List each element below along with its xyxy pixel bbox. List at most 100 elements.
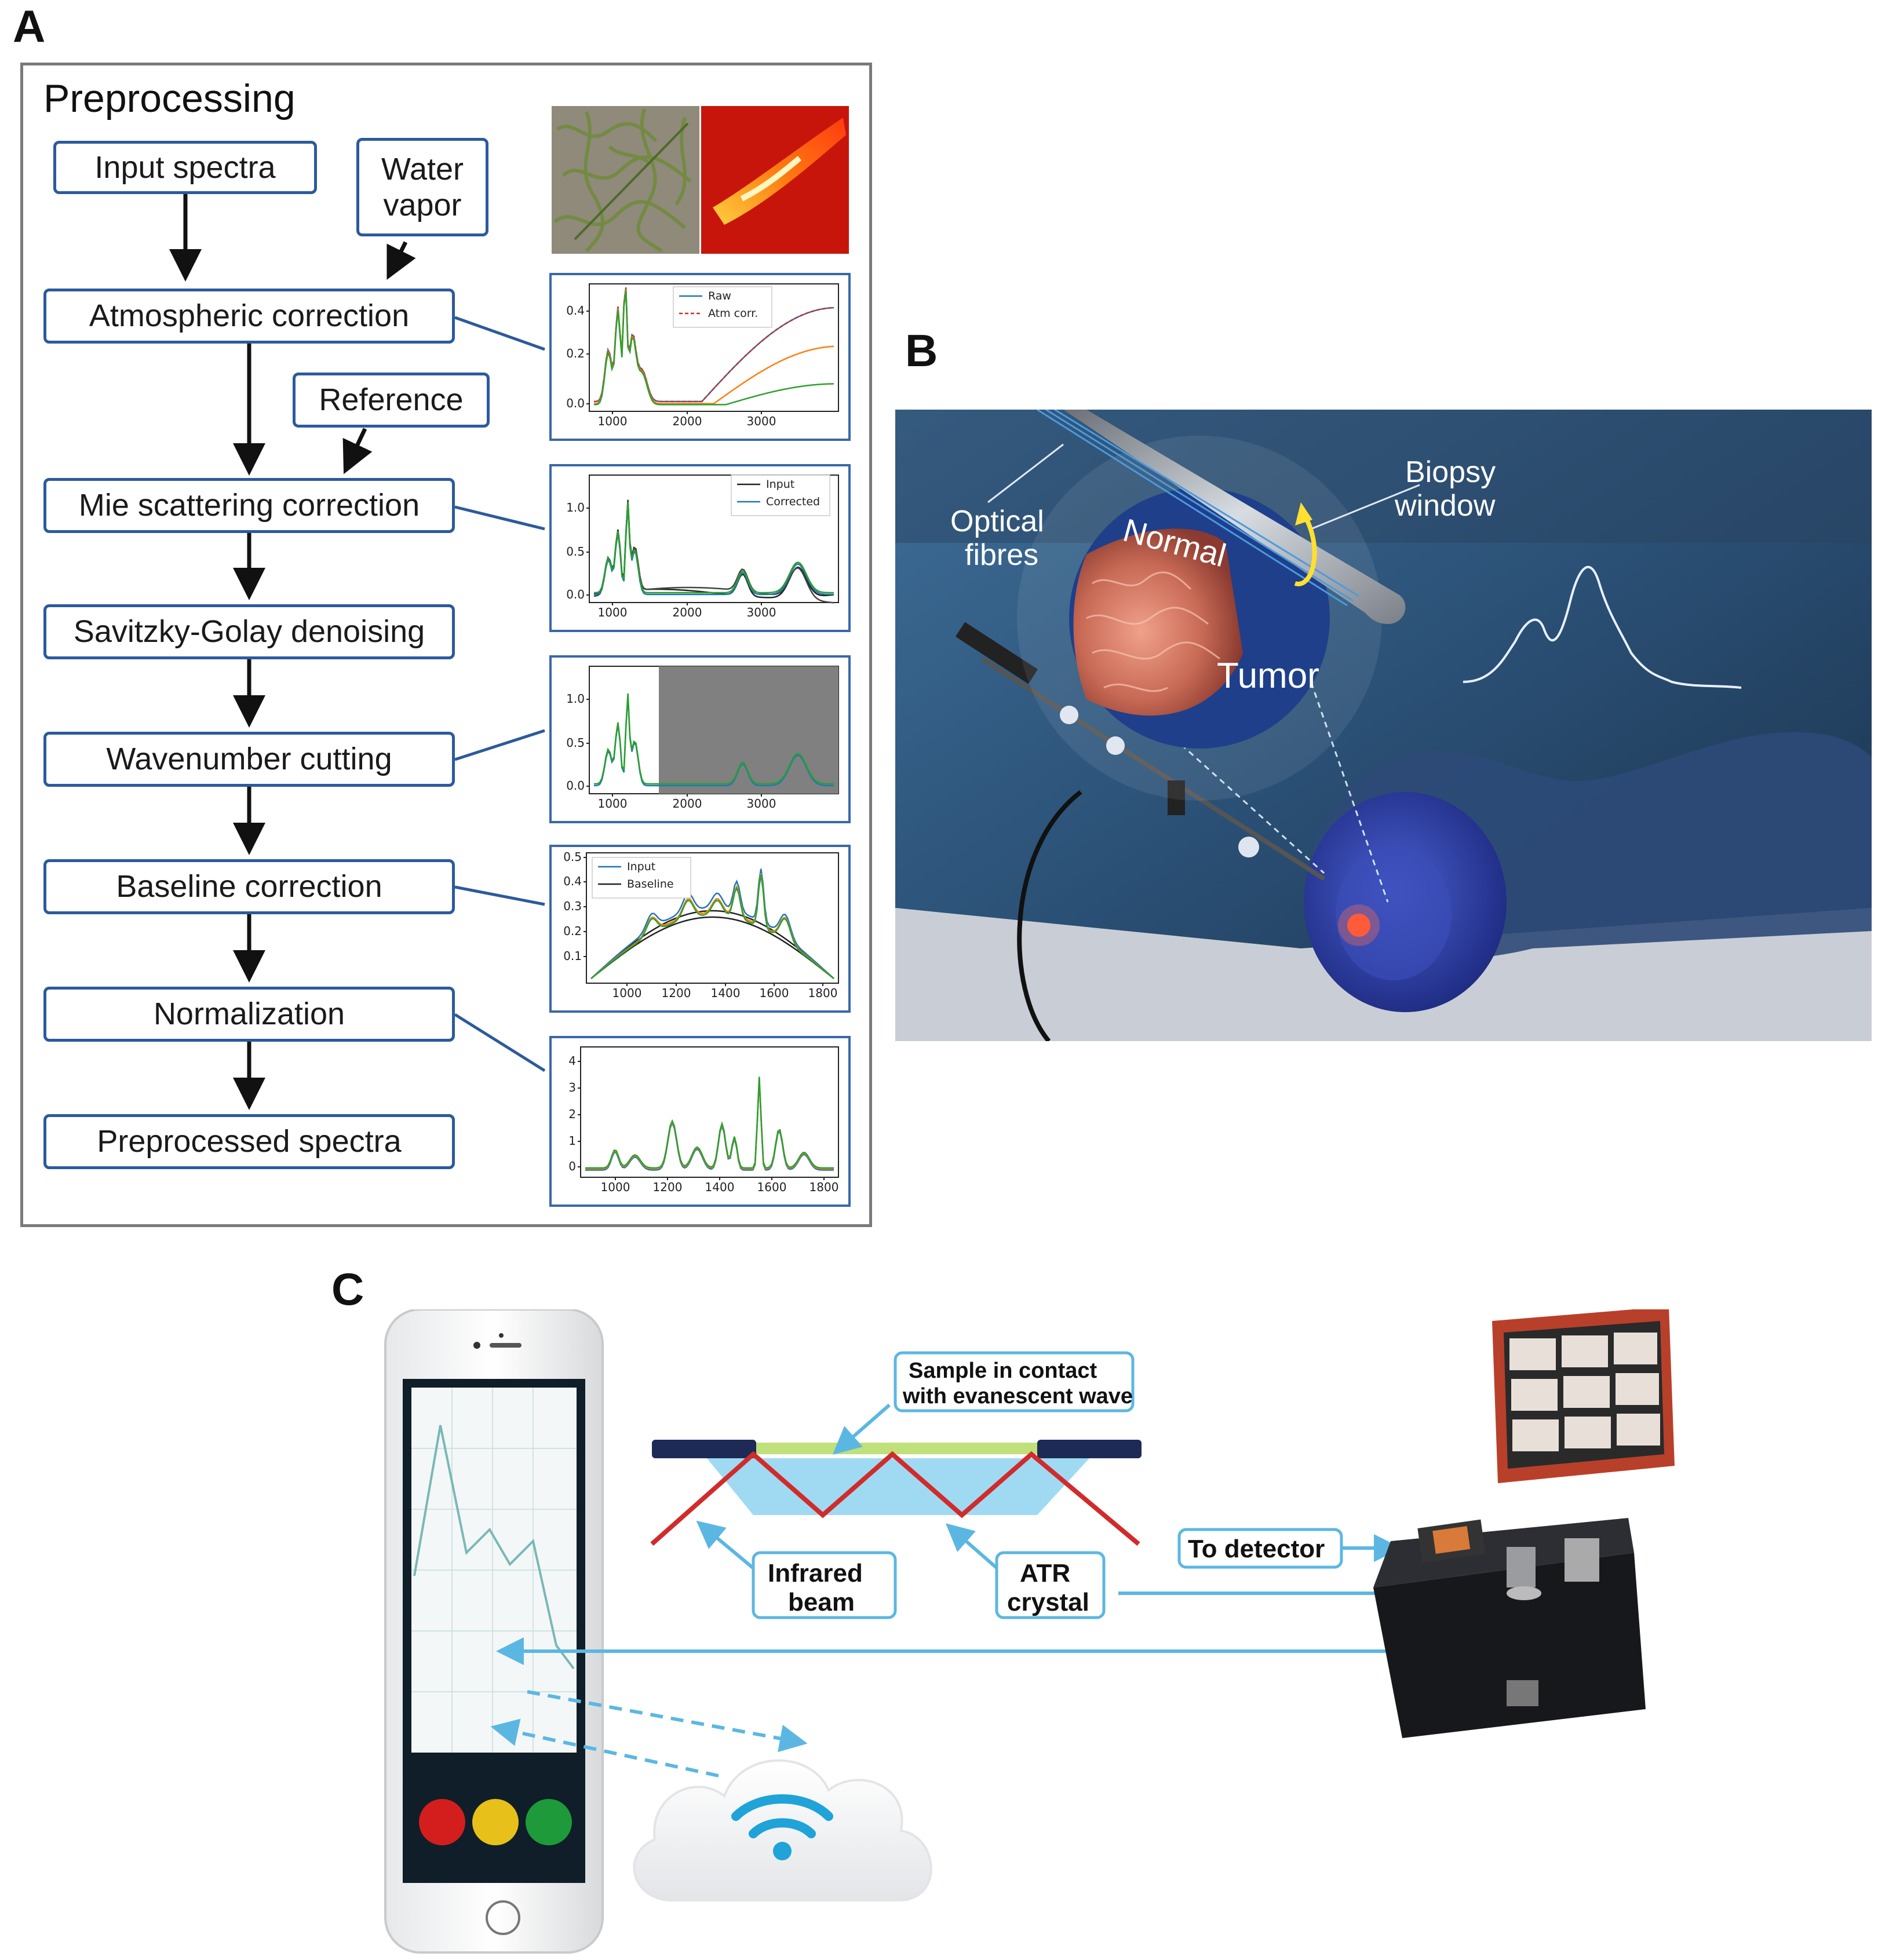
norm-ytick: 2 [568, 1107, 576, 1121]
cut-line-2 [593, 693, 834, 785]
atm-line-2 [593, 289, 834, 404]
label-atr: ATR [1020, 1559, 1070, 1587]
arrow-atr [945, 1523, 1004, 1575]
cut-ytick: 0.5 [566, 736, 585, 750]
baseline-input-line-3 [590, 874, 834, 979]
panel-label-c: C [331, 1264, 364, 1315]
baseline-line-2 [590, 916, 834, 979]
mie-corrected-line-2 [593, 502, 834, 594]
panel-label-b: B [905, 325, 938, 376]
wifi-icon [731, 1794, 833, 1838]
label-sample-line1: Sample in contact [909, 1359, 1097, 1383]
arrow-phone-to-cloud [527, 1690, 808, 1753]
cut-ytick: 1.0 [566, 692, 585, 706]
atm-xtick: 1000 [598, 414, 628, 428]
norm-xtick: 1000 [601, 1180, 630, 1194]
label-tumor: Tumor [1217, 656, 1319, 696]
arrow-infrared [696, 1520, 760, 1575]
label-biopsy-window: Biopsy [1405, 455, 1496, 489]
atr-crystal [707, 1458, 1089, 1515]
panel-b-illustration: Optical fibres Biopsy window Normal Tumo… [895, 410, 1872, 1041]
baseline-xtick: 1600 [760, 986, 789, 1000]
leader-atm [454, 316, 545, 351]
mie-axes-frame [589, 475, 839, 603]
label-atr-2: crystal [1007, 1588, 1089, 1616]
baseline-ytick: 0.5 [563, 850, 582, 864]
norm-line-2 [585, 1077, 834, 1170]
baseline-ytick: 0.4 [563, 874, 582, 888]
atm-legend-label: Atm corr. [708, 307, 758, 320]
panel-a-preprocessing: Preprocessing Input spectra [20, 63, 872, 1227]
mie-scattering-correction-box: Mie scattering correction [43, 478, 455, 533]
yellow-light [472, 1799, 519, 1845]
atr-clamp-right [1037, 1440, 1142, 1458]
label-infrared: Infrared [768, 1559, 863, 1587]
atm-xtick: 3000 [747, 414, 776, 428]
norm-xtick: 1200 [653, 1180, 683, 1194]
baseline-ytick: 0.1 [563, 949, 582, 963]
leader-base [454, 885, 545, 906]
savitzky-golay-box: Savitzky-Golay denoising [43, 604, 455, 659]
home-button [486, 1900, 520, 1935]
baseline-xtick: 1000 [612, 986, 642, 1000]
spectrometer-device [1373, 1309, 1675, 1738]
label-optical-fibres-2: fibres [965, 538, 1038, 572]
normalization-box: Normalization [43, 987, 455, 1042]
norm-xtick: 1600 [757, 1180, 787, 1194]
baseline-input-line [590, 868, 834, 979]
mie-legend-label: Input [766, 478, 794, 491]
baseline-legend-label: Input [627, 860, 655, 873]
label-to-detector: To detector [1188, 1535, 1325, 1563]
atmospheric-correction-box: Atmospheric correction [43, 289, 455, 344]
label-optical-fibres: Optical [950, 505, 1044, 538]
green-light [526, 1799, 572, 1845]
baseline-correction-box: Baseline correction [43, 859, 455, 914]
flow-arrows [169, 194, 546, 1110]
baseline-xtick: 1200 [662, 986, 691, 1000]
leader-mie [454, 505, 545, 531]
mie-xtick: 3000 [747, 605, 776, 619]
norm-xtick: 1400 [705, 1180, 735, 1194]
mie-ytick: 1.0 [566, 501, 585, 514]
norm-ytick: 4 [568, 1054, 576, 1068]
fibre-cable [1017, 790, 1082, 1041]
baseline-line-1 [590, 910, 834, 979]
norm-line-1 [585, 1078, 834, 1171]
ir-heatmap-image [701, 106, 849, 254]
reference-box: Reference [293, 373, 490, 428]
mie-legend [731, 475, 830, 516]
baseline-axes-frame [586, 852, 839, 984]
atm-xtick: 2000 [673, 414, 702, 428]
cut-xtick: 1000 [598, 797, 628, 811]
arrow-cloud-to-phone [490, 1718, 719, 1777]
norm-ytick: 0 [568, 1159, 576, 1173]
cut-ytick: 0.0 [566, 779, 585, 793]
phone-spectrum [413, 1425, 575, 1670]
arrow-ref-to-mie [342, 428, 373, 475]
atr-sample [756, 1443, 1037, 1454]
cut-xtick: 2000 [673, 797, 702, 811]
atm-legend [673, 286, 772, 328]
arrow-water-to-atm [386, 241, 416, 280]
norm-ytick: 1 [568, 1134, 576, 1148]
leader-norm [454, 1013, 546, 1072]
red-light [419, 1799, 465, 1845]
biopsy-probe [1063, 410, 1406, 624]
mie-xtick: 1000 [598, 605, 628, 619]
tumor-site [1347, 914, 1370, 937]
infrared-beam [650, 1451, 1140, 1546]
leader-cut [454, 729, 545, 761]
preprocessing-title: Preprocessing [43, 76, 296, 121]
baseline-xtick: 1400 [711, 986, 741, 1000]
biopsy-window-arrow [1294, 512, 1317, 586]
atm-corrected-line-1 [593, 287, 834, 403]
panel-c-illustration: Sample in contact with evanescent wave I… [384, 1309, 1675, 1954]
baseline-ytick: 0.2 [563, 924, 582, 938]
atm-axes-frame [589, 283, 839, 412]
